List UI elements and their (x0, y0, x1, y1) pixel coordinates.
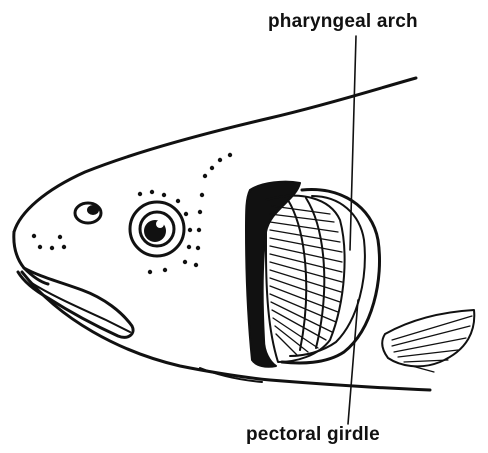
pectoral-girdle-label: pectoral girdle (246, 425, 380, 444)
girdle-curve-inner (290, 196, 365, 356)
sensory-pores (32, 153, 232, 274)
pharyngeal-arch-label: pharyngeal arch (268, 12, 418, 31)
pectoral-fin (382, 310, 474, 372)
eye (130, 202, 184, 256)
gill-filaments (266, 196, 345, 362)
nostril (75, 203, 101, 223)
dorsal-outline (14, 78, 416, 232)
